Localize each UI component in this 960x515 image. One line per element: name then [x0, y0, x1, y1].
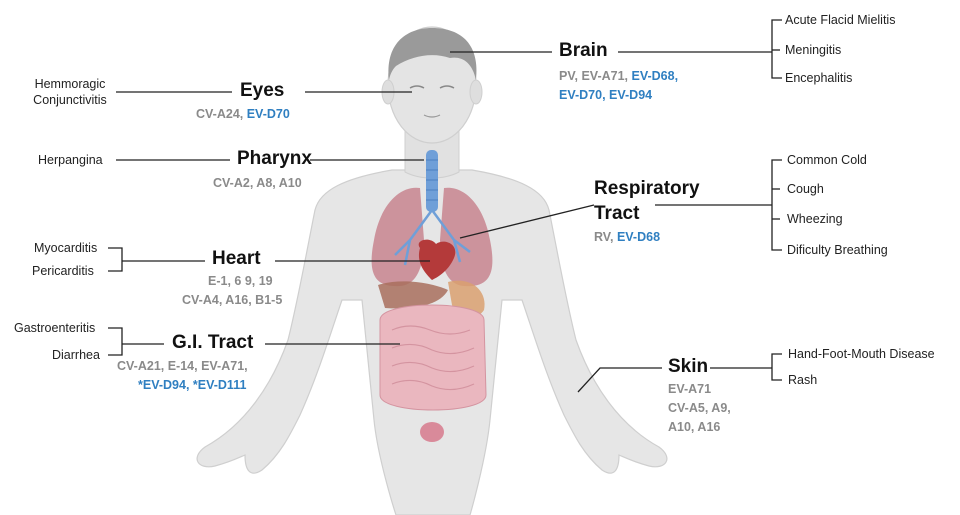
brain-condition-2: Meningitis: [785, 42, 841, 58]
heart-viruses-line1: E-1, 6 9, 19: [208, 272, 273, 291]
eyes-viruses: CV-A24, EV-D70: [196, 105, 290, 124]
brain-virus-gray: PV, EV-A71,: [559, 69, 632, 83]
respiratory-condition-2: Cough: [787, 181, 824, 197]
respiratory-title-line1: Respiratory: [594, 178, 700, 200]
brain-title: Brain: [559, 40, 608, 62]
intestines: [380, 305, 486, 410]
brain-viruses-line2: EV-D70, EV-D94: [559, 86, 652, 105]
eyes-virus-gray: CV-A24,: [196, 107, 247, 121]
trachea: [426, 150, 438, 212]
respiratory-condition-4: Dificulty Breathing: [787, 242, 888, 258]
skin-viruses-line3: A10, A16: [668, 418, 720, 437]
heart-condition-1: Myocarditis: [34, 240, 97, 256]
gi-title: G.I. Tract: [172, 332, 253, 354]
gi-viruses-line2: *EV-D94, *EV-D111: [138, 376, 246, 395]
gi-condition-2: Diarrhea: [52, 347, 100, 363]
pharynx-condition: Herpangina: [38, 152, 103, 168]
respiratory-virus-gray: RV,: [594, 230, 617, 244]
pharynx-title: Pharynx: [237, 148, 312, 170]
brain-viruses-line1: PV, EV-A71, EV-D68,: [559, 67, 678, 86]
respiratory-condition-1: Common Cold: [787, 152, 867, 168]
pharynx-viruses: CV-A2, A8, A10: [213, 174, 302, 193]
brain-virus-blue: EV-D68,: [632, 69, 679, 83]
respiratory-title-line2: Tract: [594, 203, 639, 225]
brain-condition-1: Acute Flacid Mielitis: [785, 12, 895, 28]
skin-condition-1: Hand-Foot-Mouth Disease: [788, 346, 935, 362]
gi-condition-1: Gastroenteritis: [14, 320, 95, 336]
heart-viruses-line2: CV-A4, A16, B1-5: [182, 291, 282, 310]
heart-title: Heart: [212, 248, 261, 270]
eyes-title: Eyes: [240, 80, 284, 102]
heart-condition-2: Pericarditis: [32, 263, 94, 279]
gi-viruses-line1: CV-A21, E-14, EV-A71,: [117, 357, 248, 376]
eyes-condition: Hemmoragic Conjunctivitis: [27, 76, 113, 108]
skin-condition-2: Rash: [788, 372, 817, 388]
respiratory-condition-3: Wheezing: [787, 211, 843, 227]
skin-viruses-line1: EV-A71: [668, 380, 711, 399]
eyes-virus-blue: EV-D70: [247, 107, 290, 121]
brain-condition-3: Encephalitis: [785, 70, 852, 86]
respiratory-viruses: RV, EV-D68: [594, 228, 660, 247]
skin-viruses-line2: CV-A5, A9,: [668, 399, 731, 418]
respiratory-virus-blue: EV-D68: [617, 230, 660, 244]
skin-title: Skin: [668, 356, 708, 378]
